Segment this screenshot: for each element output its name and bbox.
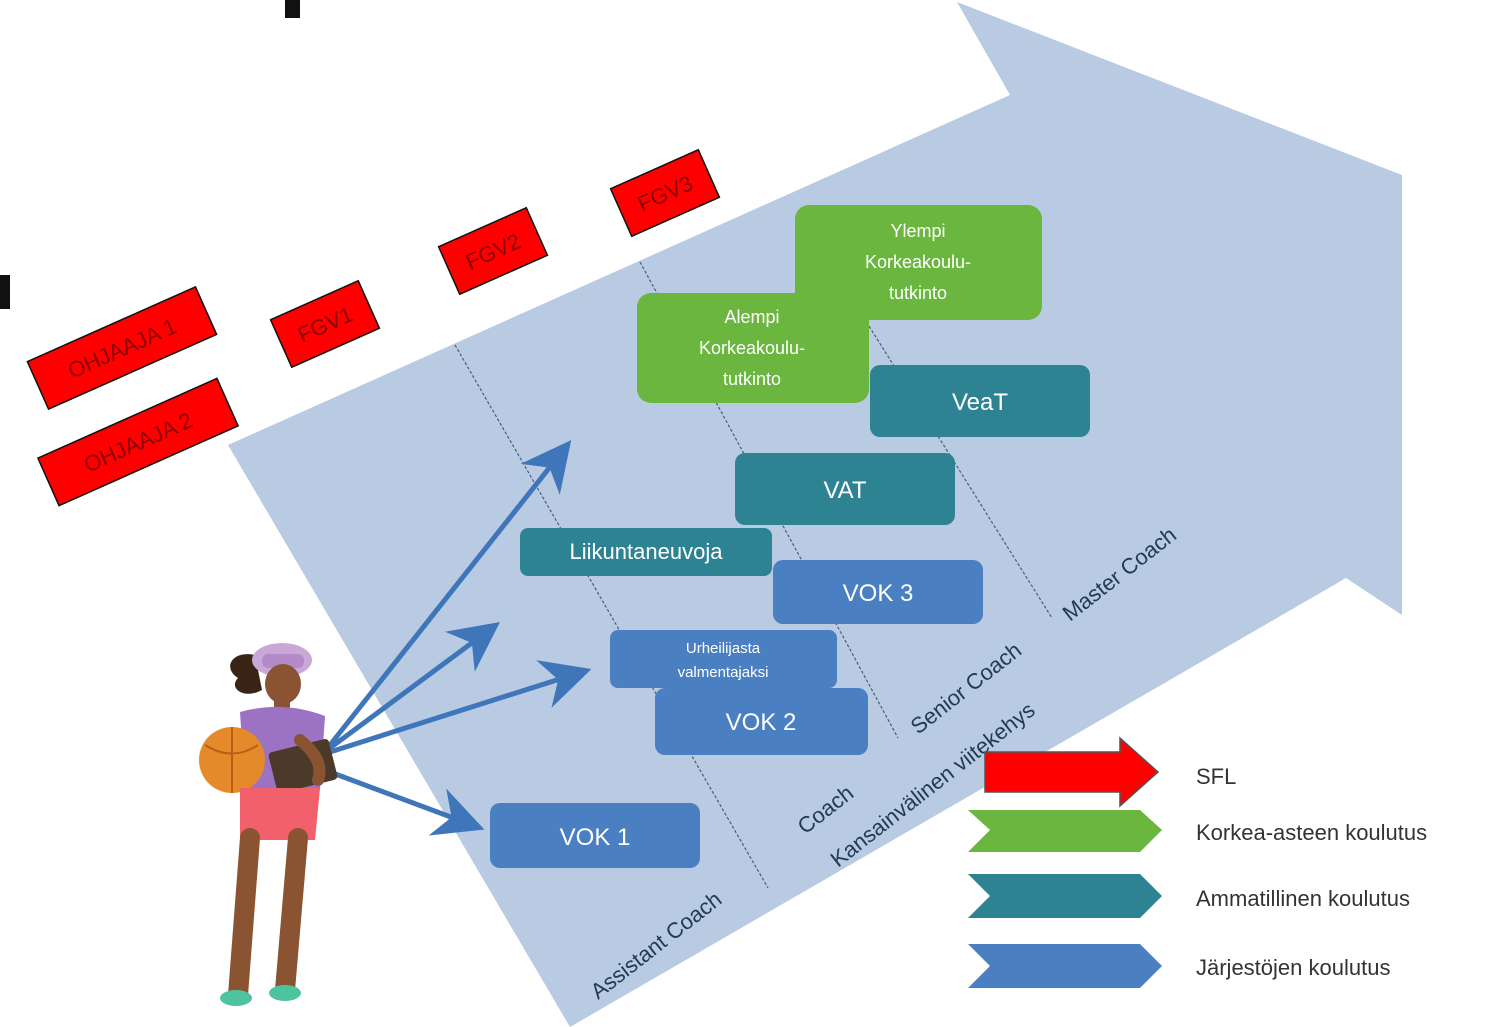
box-liikuntaneuvoja [520, 528, 772, 576]
vok3-label: VOK 3 [843, 580, 914, 607]
legend-ammatillinen-label: Ammatillinen koulutus [1196, 886, 1410, 911]
urheilijasta-line-1: Urheilijasta [686, 640, 761, 657]
alempi-line-3: tutkinto [723, 369, 781, 389]
urheilijasta-line-2: valmentajaksi [678, 664, 769, 681]
box-vok3 [773, 560, 983, 624]
vat-label: VAT [823, 477, 866, 504]
left-mark [0, 275, 10, 309]
legend-sfl-arrow-icon [984, 736, 1160, 808]
legend-blue-chevron-icon [968, 944, 1162, 988]
legend-sfl-label: SFL [1196, 764, 1236, 789]
veat-label: VeaT [952, 389, 1008, 416]
ylempi-line-3: tutkinto [889, 283, 947, 303]
liikuntaneuvoja-label: Liikuntaneuvoja [570, 539, 724, 564]
box-veat [870, 365, 1090, 437]
divider-assistant-coach [454, 344, 769, 889]
alempi-line-2: Korkeakoulu- [699, 338, 805, 358]
legend: SFL Korkea-asteen koulutus Ammatillinen … [968, 736, 1427, 988]
box-vok1 [490, 803, 700, 868]
legend-green-chevron-icon [968, 810, 1162, 852]
box-ylempi-korkeakoulututkinto [795, 205, 1042, 320]
path-arrow-to-higher-ed [328, 440, 572, 747]
tag-fgv1: FGV1 [269, 279, 381, 369]
path-arrow-to-liikuntaneuvoja [328, 622, 501, 751]
coach-figure-icon [199, 643, 338, 1006]
legend-jarjestojen-label: Järjestöjen koulutus [1196, 955, 1390, 980]
box-alempi-korkeakoulututkinto [637, 293, 869, 403]
box-vat [735, 453, 955, 525]
path-arrow-to-urheilijasta [329, 660, 592, 755]
box-vok2 [655, 688, 868, 755]
top-mark [285, 0, 300, 18]
alempi-line-1: Alempi [724, 307, 779, 327]
path-arrow-to-vok1 [329, 769, 485, 836]
ylempi-line-2: Korkeakoulu- [865, 252, 971, 272]
vok2-label: VOK 2 [726, 709, 797, 736]
tag-fgv2: FGV2 [437, 206, 549, 296]
tag-fgv3: FGV3 [609, 148, 721, 238]
legend-teal-chevron-icon [968, 874, 1162, 918]
legend-korkea-label: Korkea-asteen koulutus [1196, 820, 1427, 845]
ylempi-line-1: Ylempi [890, 221, 945, 241]
vok1-label: VOK 1 [560, 824, 631, 851]
box-urheilijasta-valmentajaksi [610, 630, 837, 688]
